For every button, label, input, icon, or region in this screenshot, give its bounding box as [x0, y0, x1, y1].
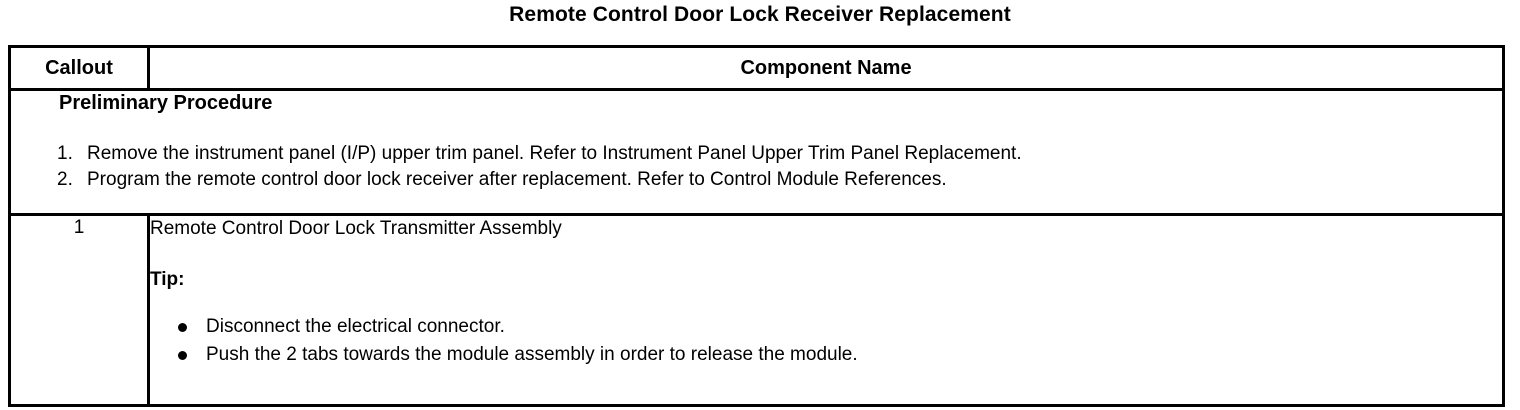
preliminary-procedure-row: Preliminary Procedure Remove the instrum… [8, 88, 1505, 216]
page-title: Remote Control Door Lock Receiver Replac… [509, 3, 1011, 26]
bullet-icon [178, 323, 187, 332]
table-header-row: Callout Component Name [8, 45, 1505, 91]
preliminary-step-2: Program the remote control door lock rec… [57, 167, 947, 193]
bullet-icon [178, 351, 187, 360]
preliminary-procedure-cell: Preliminary Procedure Remove the instrum… [8, 88, 1505, 216]
column-header-component-name: Component Name [147, 45, 1505, 91]
table-row: 1 Remote Control Door Lock Transmitter A… [8, 213, 1505, 407]
tip-text: Push the 2 tabs towards the module assem… [206, 344, 858, 365]
tip-bullet-list: Disconnect the electrical connector. Pus… [150, 313, 1502, 369]
component-description-cell: Remote Control Door Lock Transmitter Ass… [147, 213, 1505, 407]
component-name-text: Remote Control Door Lock Transmitter Ass… [150, 218, 562, 239]
column-header-callout: Callout [8, 45, 150, 91]
tip-text: Disconnect the electrical connector. [206, 316, 505, 337]
procedure-table: Callout Component Name Preliminary Proce… [8, 45, 1505, 407]
list-item: Push the 2 tabs towards the module assem… [178, 341, 1502, 369]
preliminary-step-1: Remove the instrument panel (I/P) upper … [57, 141, 1022, 167]
tip-label: Tip: [150, 269, 185, 290]
preliminary-procedure-heading: Preliminary Procedure [59, 92, 273, 114]
preliminary-steps-list: Remove the instrument panel (I/P) upper … [11, 141, 1502, 193]
list-item: Disconnect the electrical connector. [178, 313, 1502, 341]
callout-number: 1 [8, 213, 150, 407]
